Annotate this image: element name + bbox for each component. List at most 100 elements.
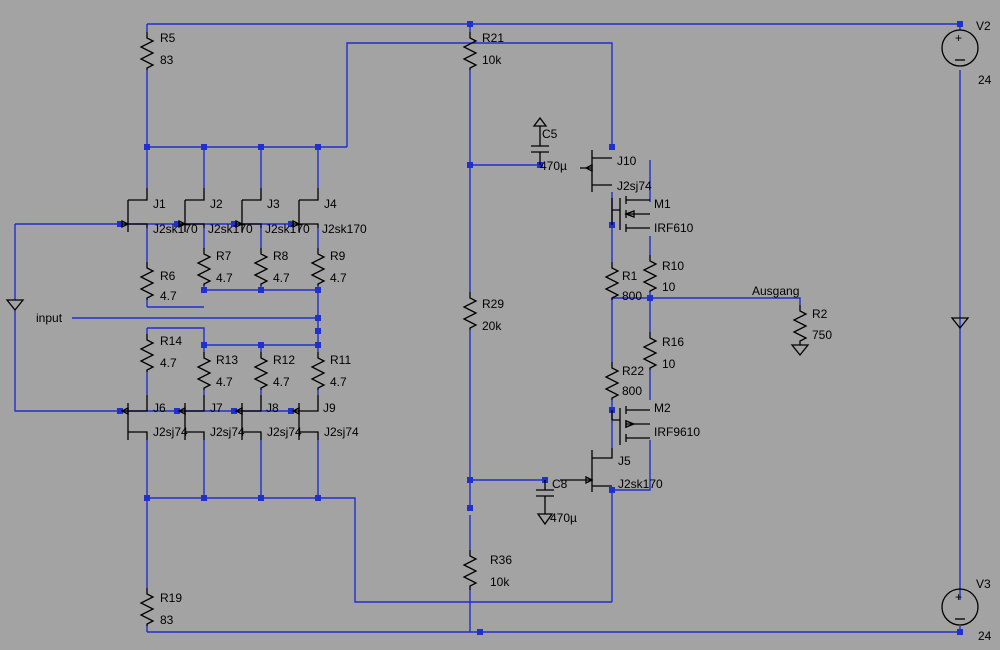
svg-text:J5: J5 (618, 454, 631, 468)
svg-text:R36: R36 (490, 553, 512, 567)
svg-text:V3: V3 (976, 577, 991, 591)
svg-text:J2sj74: J2sj74 (153, 425, 188, 439)
svg-text:R9: R9 (330, 249, 346, 263)
resistor-R14[interactable]: R14 4.7 (139, 334, 182, 372)
svg-text:83: 83 (160, 613, 174, 627)
net-label-output: Ausgang (752, 284, 799, 298)
svg-text:V2: V2 (976, 19, 991, 33)
svg-text:J6: J6 (153, 401, 166, 415)
svg-text:R29: R29 (482, 297, 504, 311)
svg-text:R14: R14 (160, 334, 182, 348)
capacitor-C5[interactable]: C5 470µ (531, 116, 567, 173)
resistor-R9[interactable]: R9 4.7 (310, 248, 347, 286)
resistor-R19[interactable]: R19 83 (139, 588, 182, 627)
svg-text:M1: M1 (654, 197, 671, 211)
svg-text:J4: J4 (324, 197, 337, 211)
svg-text:C8: C8 (552, 477, 568, 491)
svg-text:4.7: 4.7 (216, 271, 233, 285)
svg-text:J2sk170: J2sk170 (618, 477, 663, 491)
jfet-J6[interactable]: J6 J2sj74 (120, 395, 188, 440)
svg-text:J10: J10 (617, 154, 637, 168)
resistor-R6[interactable]: R6 4.7 (139, 262, 177, 303)
svg-text:4.7: 4.7 (273, 271, 290, 285)
svg-text:4.7: 4.7 (160, 356, 177, 370)
plus-icon: + (955, 31, 962, 45)
capacitor-C8[interactable]: C8 470µ (536, 477, 577, 526)
svg-text:4.7: 4.7 (273, 375, 290, 389)
ground-icon (5, 299, 25, 312)
jfet-J9[interactable]: J9 J2sj74 (291, 395, 359, 440)
svg-text:10k: 10k (490, 575, 510, 589)
plus-icon: + (955, 590, 962, 604)
resistor-R10[interactable]: R10 10 (642, 255, 684, 294)
resistor-R2[interactable]: R2 750 (792, 305, 832, 345)
jfet-J8[interactable]: J8 J2sj74 (234, 395, 302, 440)
svg-text:10: 10 (662, 280, 676, 294)
svg-text:750: 750 (812, 328, 832, 342)
svg-text:J2sk170: J2sk170 (153, 222, 198, 236)
svg-text:R13: R13 (216, 353, 238, 367)
svg-text:J2sj74: J2sj74 (617, 179, 652, 193)
svg-text:470µ: 470µ (550, 511, 577, 525)
svg-text:800: 800 (622, 384, 642, 398)
svg-text:J2sj74: J2sj74 (210, 425, 245, 439)
junction-nodes (117, 21, 963, 635)
svg-text:R5: R5 (160, 31, 176, 45)
svg-text:J2sk170: J2sk170 (322, 222, 367, 236)
svg-text:R19: R19 (160, 591, 182, 605)
resistor-R1[interactable]: R1 800 (604, 262, 642, 303)
svg-text:R2: R2 (812, 307, 828, 321)
svg-text:J7: J7 (210, 401, 223, 415)
resistor-R12[interactable]: R12 4.7 (253, 352, 295, 390)
svg-text:R6: R6 (160, 269, 176, 283)
svg-text:R16: R16 (662, 335, 684, 349)
resistor-R5[interactable]: R5 83 (139, 31, 176, 70)
svg-text:24: 24 (978, 73, 992, 87)
svg-text:R8: R8 (273, 249, 289, 263)
resistor-R16[interactable]: R16 10 (642, 332, 684, 371)
svg-text:83: 83 (160, 53, 174, 67)
svg-text:J2sj74: J2sj74 (324, 425, 359, 439)
svg-text:4.7: 4.7 (330, 271, 347, 285)
svg-text:R10: R10 (662, 259, 684, 273)
svg-text:IRF610: IRF610 (654, 221, 694, 235)
svg-text:J2: J2 (210, 197, 223, 211)
resistor-R22[interactable]: R22 800 (604, 362, 644, 400)
resistor-R29[interactable]: R29 20k (462, 292, 504, 333)
mosfet-M1[interactable]: M1 IRF610 (611, 196, 694, 235)
voltage-source-V3[interactable]: + V3 24 (941, 577, 992, 643)
resistor-R7[interactable]: R7 4.7 (196, 248, 233, 286)
jfet-J7[interactable]: J7 J2sj74 (177, 395, 245, 440)
svg-text:470µ: 470µ (540, 159, 567, 173)
jfet-J4[interactable]: J4 J2sk170 (292, 188, 367, 236)
svg-text:R22: R22 (622, 364, 644, 378)
resistor-R21[interactable]: R21 10k (462, 31, 504, 70)
resistor-R36[interactable]: R36 10k (462, 550, 512, 590)
ground-symbols (5, 299, 970, 357)
resistor-R8[interactable]: R8 4.7 (253, 248, 290, 286)
resistor-R13[interactable]: R13 4.7 (196, 352, 238, 390)
jfet-J10[interactable]: J10 J2sj74 (580, 150, 652, 193)
svg-text:R21: R21 (482, 31, 504, 45)
svg-text:R12: R12 (273, 353, 295, 367)
jfet-J5[interactable]: J5 J2sk170 (560, 448, 663, 492)
mosfet-M2[interactable]: M2 IRF9610 (611, 401, 700, 445)
svg-text:4.7: 4.7 (330, 375, 347, 389)
svg-text:R1: R1 (622, 269, 638, 283)
svg-text:J9: J9 (323, 401, 336, 415)
svg-text:10k: 10k (482, 53, 502, 67)
svg-text:4.7: 4.7 (216, 375, 233, 389)
svg-text:J2sj74: J2sj74 (267, 425, 302, 439)
svg-text:J3: J3 (267, 197, 280, 211)
svg-text:24: 24 (978, 629, 992, 643)
svg-text:10: 10 (662, 357, 676, 371)
net-label-input: input (36, 311, 63, 325)
svg-text:IRF9610: IRF9610 (654, 425, 700, 439)
jfet-J1[interactable]: J1 J2sk170 (121, 188, 198, 236)
ground-icon (790, 344, 810, 357)
resistor-R11[interactable]: R11 4.7 (310, 352, 351, 390)
svg-text:20k: 20k (482, 319, 502, 333)
svg-text:R7: R7 (216, 249, 232, 263)
voltage-source-V2[interactable]: + V2 24 (941, 19, 992, 87)
